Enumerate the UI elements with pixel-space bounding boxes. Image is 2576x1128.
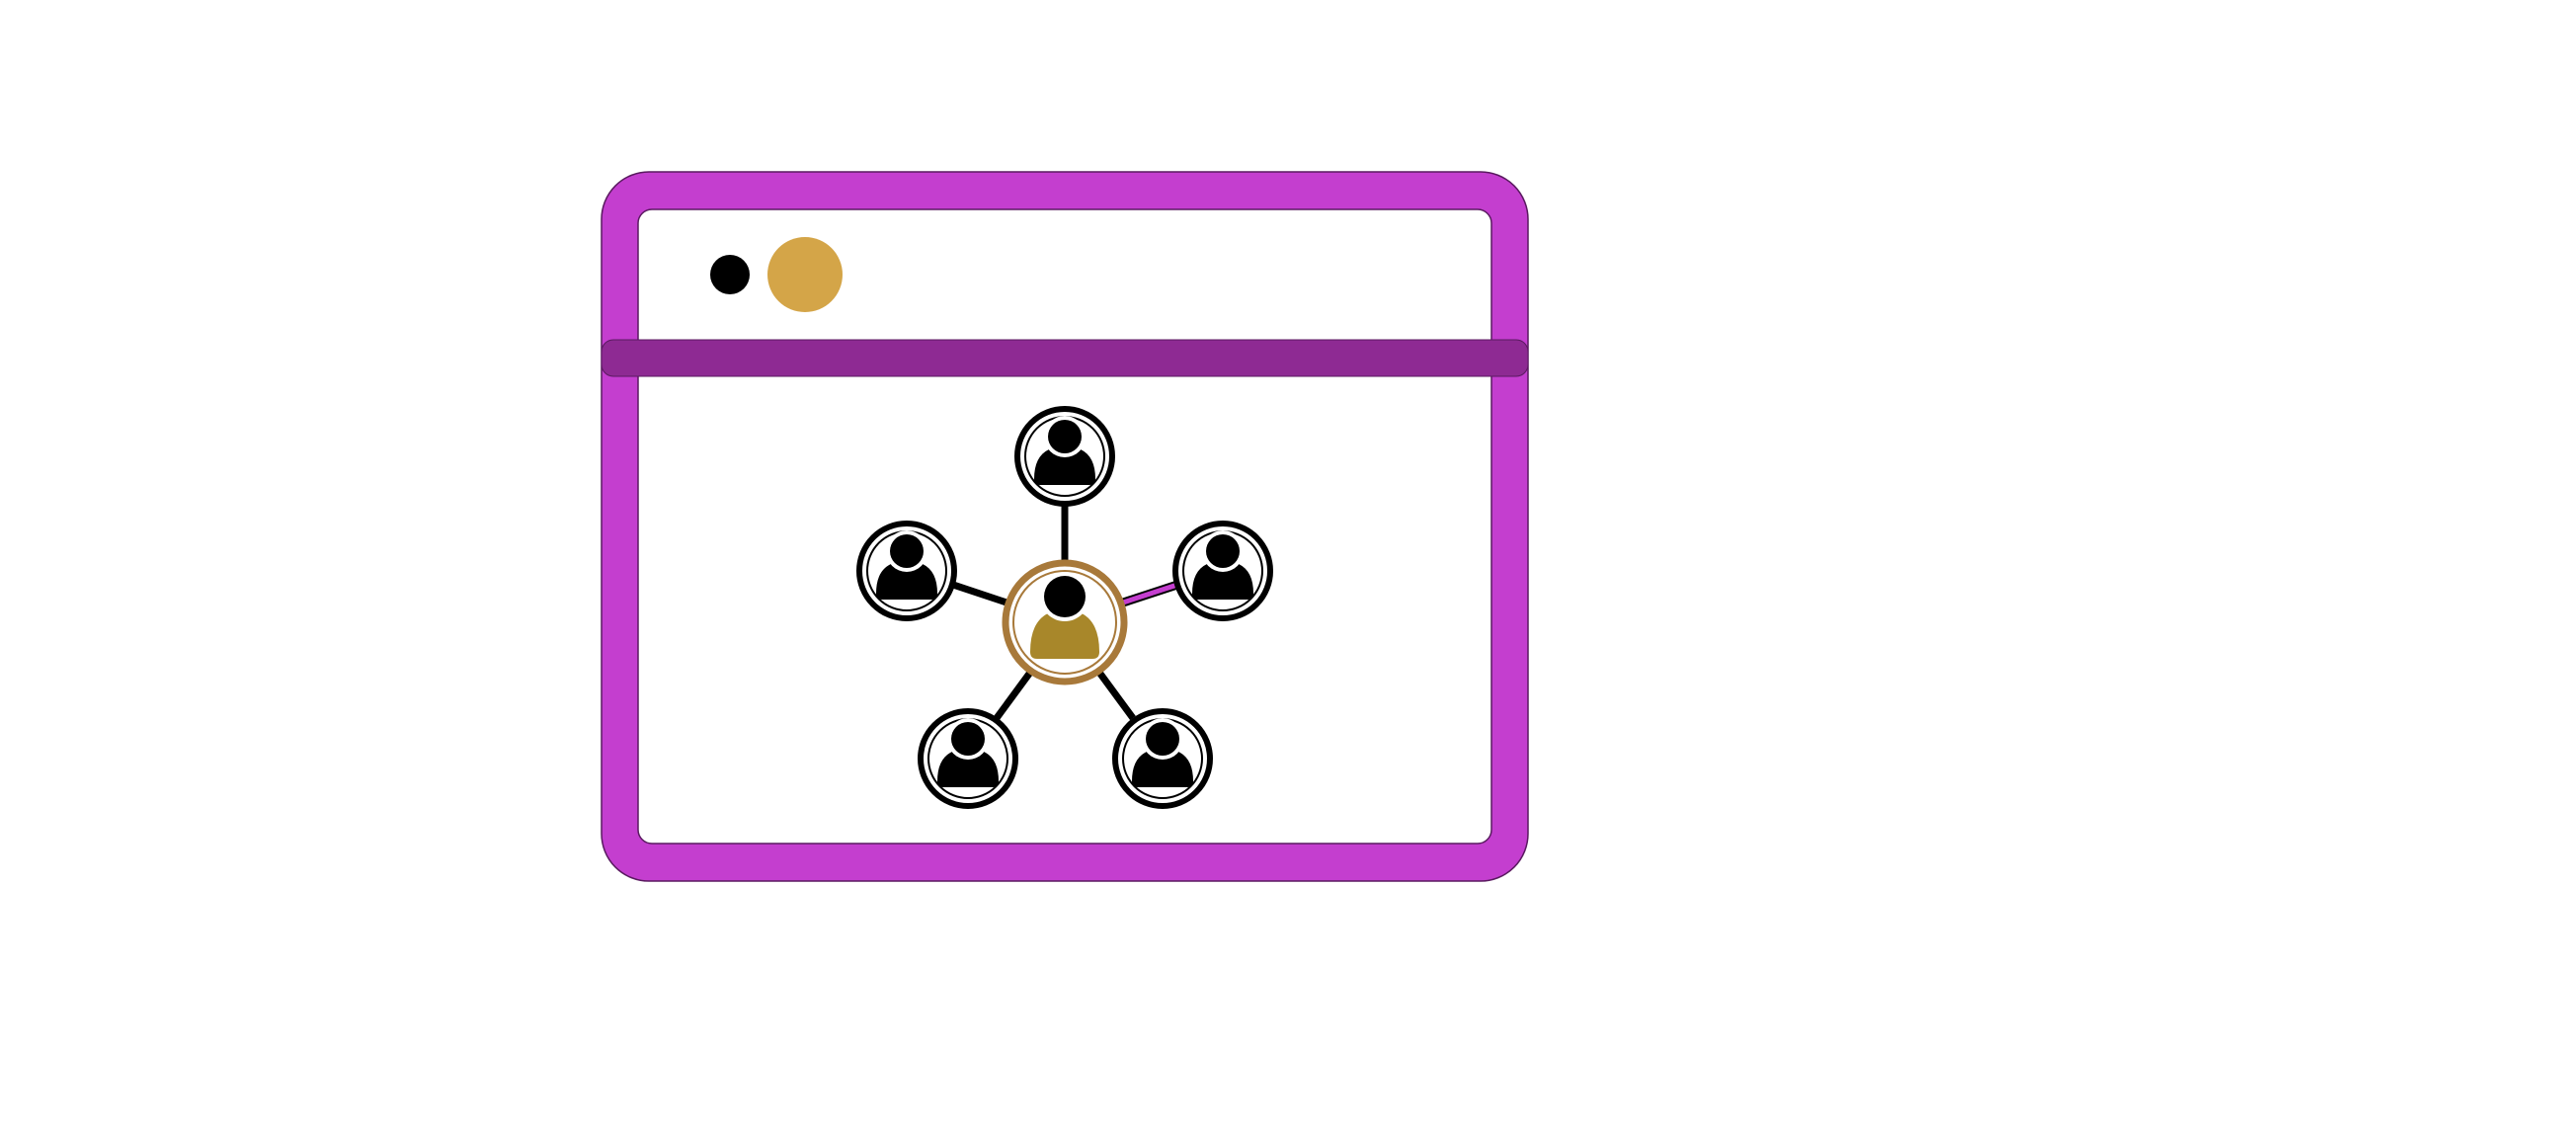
user-icon — [876, 530, 937, 600]
link-user-left — [951, 581, 1011, 607]
hub-user — [1002, 559, 1128, 685]
link-user-bottom-right — [1094, 667, 1136, 721]
user-icon — [1192, 530, 1253, 600]
user-right — [1172, 521, 1273, 621]
user-icon — [1132, 718, 1193, 787]
user-icon — [1034, 416, 1095, 485]
link-user-bottom-left — [994, 667, 1035, 721]
user-bottom-right — [1112, 708, 1213, 809]
user-bottom-left — [918, 708, 1018, 809]
user-icon — [1030, 572, 1099, 659]
address-bar — [601, 339, 1529, 377]
link-user-right — [1119, 582, 1178, 606]
user-top — [1014, 406, 1115, 507]
user-network-diagram — [856, 406, 1273, 809]
user-left — [856, 521, 957, 621]
window-dot-dark — [710, 255, 750, 294]
window-dot-gold — [767, 237, 843, 312]
user-icon — [937, 718, 999, 787]
hub-ring-inner — [1012, 570, 1117, 675]
